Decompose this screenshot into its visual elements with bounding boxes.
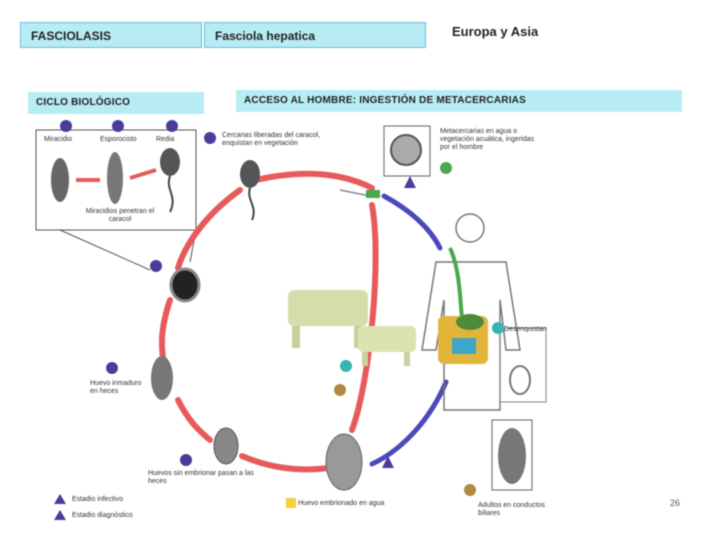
marker-teal-center — [340, 360, 352, 372]
stage-label-2: Esporocisto — [100, 136, 137, 144]
redia-figure — [160, 148, 180, 176]
immature-egg-figure — [151, 356, 173, 400]
legend-diagnostic: Estadio diagnóstico — [72, 512, 133, 519]
cycle-arc-bottom — [242, 456, 328, 470]
marker-inset-2 — [112, 120, 124, 132]
egg-inset — [500, 328, 546, 402]
marker-inset-1 — [60, 120, 72, 132]
marker-gold-center — [334, 384, 346, 396]
human-head — [456, 214, 484, 242]
legend-marker-infective — [54, 494, 66, 504]
legend-marker-diagnostic — [54, 510, 66, 520]
snail-figure — [171, 269, 199, 301]
legend-infective: Estadio infectivo — [72, 496, 123, 503]
marker-egg — [106, 362, 118, 374]
shed-note: Huevos sin embrionar pasan a las heces — [148, 470, 268, 486]
cercaria-note: Cercarias liberadas del caracol, enquist… — [222, 132, 332, 148]
cycle-arc-top — [256, 174, 372, 188]
stage-label-1: Miracidio — [44, 136, 72, 144]
metacercaria-note: Metacercarias en agua o vegetación acuát… — [440, 128, 540, 152]
marker-cercaria — [204, 132, 216, 144]
sheep-figure — [358, 326, 416, 352]
cycle-arc-upperleft — [178, 190, 240, 268]
miracidium-figure — [51, 158, 69, 202]
marker-infective-1 — [404, 176, 416, 188]
snail-note: Miracidios penetran el caracol — [80, 208, 160, 224]
metacercaria-figure — [326, 434, 362, 490]
immature-egg-note: Huevo inmaduro en heces — [90, 380, 150, 396]
excyst-note: Desenquistan — [504, 326, 554, 334]
adult-note: Adultos en conductos biliares — [478, 502, 548, 518]
page-number: 26 — [670, 498, 680, 508]
marker-embryo — [180, 454, 192, 466]
egg-embryo-note: Huevo embrionado en agua — [298, 500, 408, 508]
inset-arrow-2 — [130, 170, 156, 178]
marker-inset-3 — [166, 120, 178, 132]
embryonated-egg-figure — [214, 428, 238, 464]
human-arc-top — [384, 196, 440, 248]
marker-teal-right — [492, 322, 504, 334]
human-arc-bottom — [372, 382, 446, 464]
marker-gold-bottom — [464, 484, 476, 496]
digestive-path — [450, 248, 462, 318]
cycle-arc-lowerleft — [178, 400, 210, 440]
stage-label-3: Redia — [156, 136, 174, 144]
cercaria-figure — [240, 160, 260, 188]
marker-snail — [150, 260, 162, 272]
marker-yellow — [286, 498, 296, 508]
sporocyst-figure — [107, 152, 123, 204]
marker-green — [440, 162, 452, 174]
cow-figure — [288, 290, 368, 326]
